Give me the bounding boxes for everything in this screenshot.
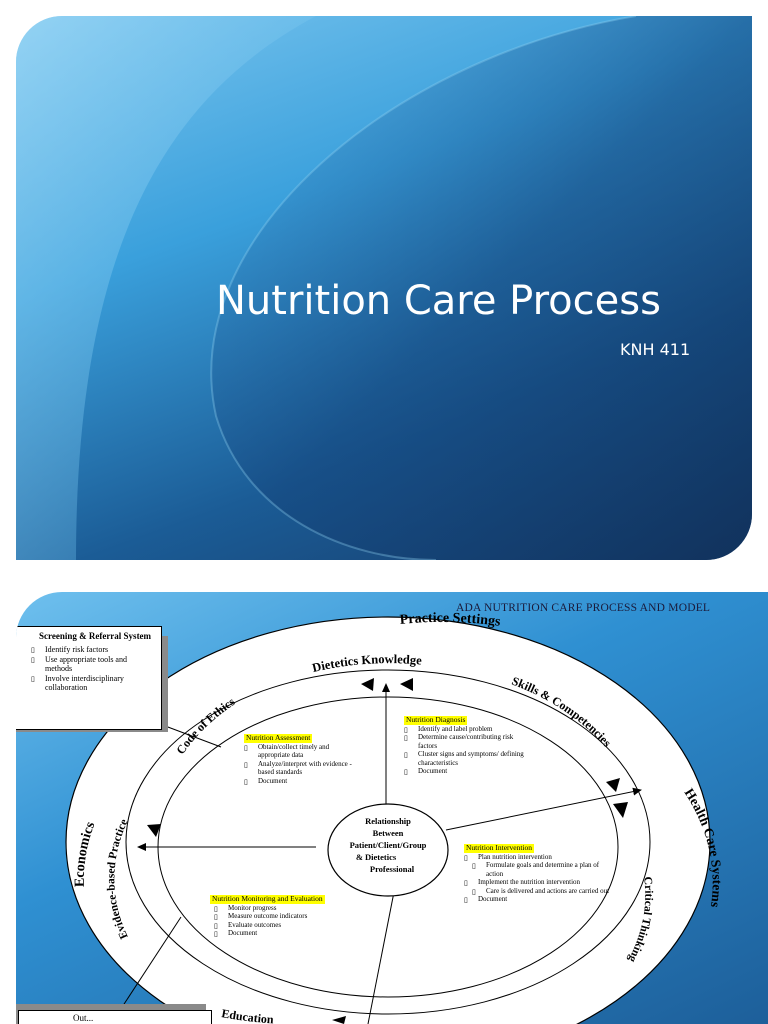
ring-arrowhead <box>332 1016 346 1024</box>
screening-box: Screening & Referral System Identify ris… <box>16 626 162 730</box>
diagnosis-block: Nutrition Diagnosis Identify and label p… <box>404 715 530 776</box>
intervention-item: Document <box>464 895 614 904</box>
intervention-sublist: Care is delivered and actions are carrie… <box>464 887 614 896</box>
intervention-list: Implement the nutrition intervention <box>464 878 614 887</box>
assessment-item: Document <box>244 777 356 786</box>
slide-subtitle: KNH 411 <box>620 340 691 359</box>
intervention-item: Plan nutrition intervention <box>464 853 614 862</box>
spoke-bottom-line <box>367 891 395 1024</box>
assessment-list: Obtain/collect timely and appropriate da… <box>244 743 356 786</box>
diagram-title: ADA NUTRITION CARE PROCESS AND MODEL <box>456 602 711 614</box>
intervention-item: Implement the nutrition intervention <box>464 878 614 887</box>
assessment-item: Obtain/collect timely and appropriate da… <box>244 743 356 760</box>
assessment-heading: Nutrition Assessment <box>244 733 313 743</box>
intervention-subitem: Care is delivered and actions are carrie… <box>464 887 614 896</box>
diagnosis-list: Identify and label problem Determine cau… <box>404 725 530 776</box>
diagnosis-item: Document <box>404 767 530 776</box>
intervention-sublist: Formulate goals and determine a plan of … <box>464 861 614 878</box>
diagnosis-item: Identify and label problem <box>404 725 530 734</box>
monitoring-list: Monitor progress Measure outcome indicat… <box>210 904 326 938</box>
intervention-list: Plan nutrition intervention <box>464 853 614 862</box>
ring-arrowhead <box>147 824 161 837</box>
monitoring-heading: Nutrition Monitoring and Evaluation <box>210 894 325 904</box>
intervention-list: Document <box>464 895 614 904</box>
monitoring-item: Evaluate outcomes <box>214 921 326 930</box>
screening-item: Identify risk factors <box>31 645 155 655</box>
ring-arrowhead <box>361 678 374 691</box>
diagnosis-item: Cluster signs and symptoms/ defining cha… <box>404 750 530 767</box>
screening-item: Involve interdisciplinary collaboration <box>31 674 155 693</box>
monitoring-block: Nutrition Monitoring and Evaluation Moni… <box>210 894 326 938</box>
ring-arrowhead <box>606 778 620 792</box>
svg-text:Practice Settings: Practice Settings <box>399 611 502 630</box>
center-line-1: Relationship <box>365 816 411 826</box>
intervention-subitem: Formulate goals and determine a plan of … <box>464 861 614 878</box>
assessment-item: Analyze/interpret with evidence - based … <box>244 760 356 777</box>
slide-title: Nutrition Care Process <box>216 278 661 324</box>
center-line-4: & Dietetics <box>356 852 397 862</box>
screening-item: Use appropriate tools and methods <box>31 655 155 674</box>
model-slide: Practice Settings Dietetics Knowledge Co… <box>16 592 768 1024</box>
diagnosis-heading: Nutrition Diagnosis <box>404 715 468 725</box>
intervention-block: Nutrition Intervention Plan nutrition in… <box>464 843 614 904</box>
monitoring-item: Monitor progress <box>214 904 326 913</box>
diagnosis-item: Determine cause/contributing risk factor… <box>404 733 530 750</box>
ring-arrowhead <box>613 802 628 818</box>
spoke-right-arrow <box>445 787 642 831</box>
title-slide: Nutrition Care Process KNH 411 <box>16 16 752 560</box>
slide-swoosh-decoration <box>16 16 752 560</box>
center-line-2: Between <box>373 828 404 838</box>
ring-arrowhead <box>400 678 413 691</box>
center-line-3: Patient/Client/Group <box>350 840 427 850</box>
label-practice-settings: Practice Settings <box>399 611 502 630</box>
center-line-5: Professional <box>370 864 415 874</box>
assessment-block: Nutrition Assessment Obtain/collect time… <box>244 733 356 786</box>
screening-title: Screening & Referral System <box>39 631 152 641</box>
intervention-heading: Nutrition Intervention <box>464 843 535 853</box>
monitoring-item: Measure outcome indicators <box>214 912 326 921</box>
screening-list: Identify risk factors Use appropriate to… <box>16 643 161 693</box>
monitoring-item: Document <box>214 929 326 938</box>
center-ellipse <box>327 803 449 897</box>
outcome-box: Out... <box>18 1010 212 1024</box>
